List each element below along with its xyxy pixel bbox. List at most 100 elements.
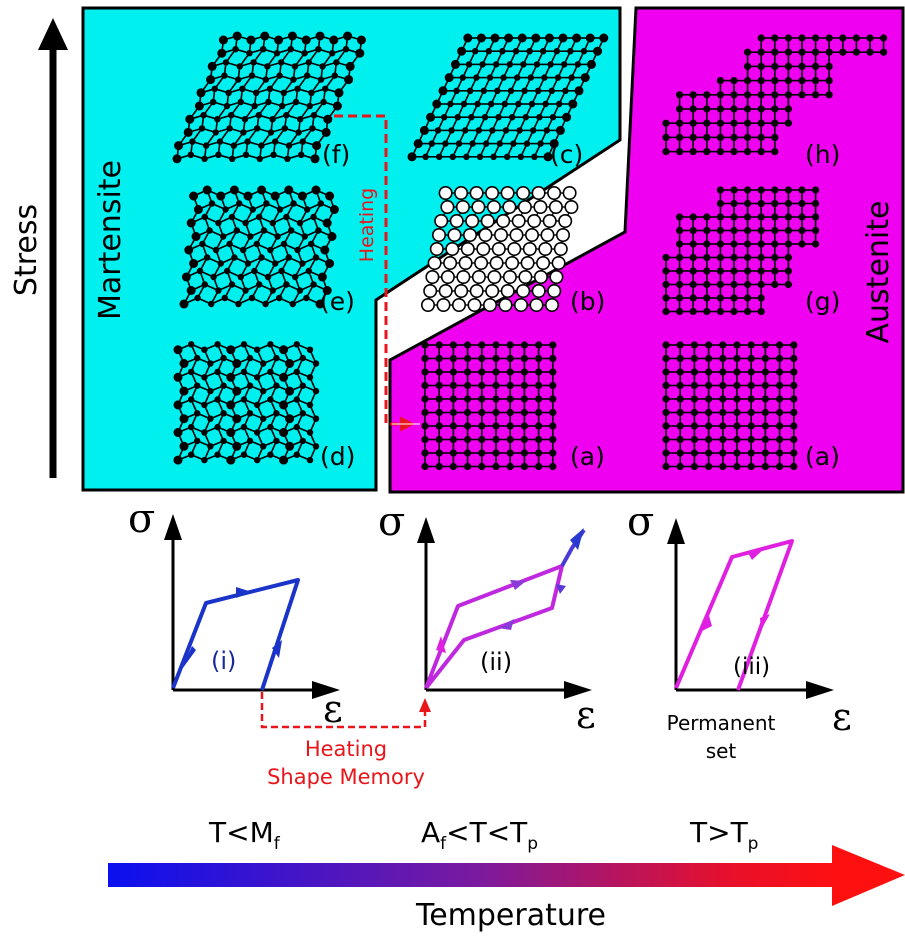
- lattice-atom: [229, 185, 239, 195]
- lattice-atom: [761, 408, 770, 417]
- lattice-atom: [730, 280, 738, 289]
- lattice-atom: [454, 186, 469, 201]
- lattice-atom: [585, 33, 595, 43]
- lattice-atom: [757, 91, 765, 99]
- lattice-atom: [255, 112, 262, 119]
- lattice-atom: [553, 48, 560, 55]
- lattice-atom: [472, 48, 479, 55]
- lattice-atom: [790, 368, 798, 376]
- lattice-atom: [516, 127, 523, 134]
- lattice-atom: [771, 213, 779, 221]
- lattice-atom: [757, 226, 765, 235]
- lattice-atom: [535, 354, 543, 363]
- lattice-atom: [511, 214, 526, 229]
- lattice-atom: [690, 462, 699, 471]
- lattice-atom: [716, 307, 725, 316]
- lattice-atom: [494, 87, 501, 95]
- lattice-atom: [798, 34, 806, 42]
- lattice-atom: [425, 269, 440, 284]
- lattice-atom: [201, 374, 208, 381]
- lattice-atom: [757, 77, 765, 85]
- lattice-atom: [262, 76, 269, 83]
- lattice-atom: [290, 200, 297, 207]
- lattice-atom: [812, 240, 820, 248]
- lattice-atom: [689, 294, 697, 302]
- lattice-atom: [798, 240, 806, 248]
- lattice-atom: [215, 287, 222, 294]
- lattice-atom: [747, 408, 755, 417]
- lattice-atom: [506, 422, 514, 430]
- lattice-label-h: (h): [805, 140, 840, 169]
- lattice-atom: [308, 240, 315, 248]
- lattice-atom: [478, 462, 486, 471]
- lattice-atom: [812, 213, 820, 221]
- lattice-atom: [317, 200, 324, 207]
- lattice-atom: [449, 354, 457, 363]
- lattice-atom: [246, 382, 254, 389]
- lattice-atom: [273, 50, 281, 57]
- permanent-set-line1: Permanent: [667, 711, 776, 735]
- lattice-atom: [535, 422, 543, 430]
- lattice-atom: [771, 91, 779, 99]
- lattice-atom: [662, 307, 670, 316]
- lattice-atom: [438, 86, 448, 96]
- lattice-atom: [471, 200, 486, 215]
- lattice-atom: [299, 260, 306, 267]
- lattice-atom: [662, 422, 670, 430]
- lattice-atom: [757, 133, 765, 141]
- lattice-atom: [757, 307, 765, 316]
- heating-label-upper: Heating: [356, 188, 378, 262]
- lattice-atom: [689, 105, 697, 113]
- lattice-atom: [283, 112, 290, 119]
- lattice-atom: [464, 422, 472, 430]
- lattice-atom: [273, 354, 280, 362]
- lattice-atom: [662, 280, 670, 289]
- lattice-atom: [574, 86, 584, 96]
- lattice-atom: [498, 297, 513, 312]
- lattice-atom: [509, 114, 516, 121]
- lattice-atom: [449, 395, 457, 403]
- lattice-atom: [279, 102, 286, 110]
- lattice-atom: [790, 341, 798, 349]
- lattice-atom: [273, 382, 280, 389]
- lattice-atom: [327, 232, 337, 241]
- lattice-atom: [221, 294, 228, 302]
- plot-i-arrow-unload: [272, 640, 282, 658]
- lattice-atom: [196, 267, 204, 275]
- lattice-atom: [771, 133, 779, 141]
- lattice-atom: [267, 423, 274, 431]
- lattice-atom: [790, 381, 798, 390]
- lattice-atom: [493, 228, 508, 243]
- lattice-atom: [221, 72, 228, 79]
- lattice-atom: [757, 119, 765, 127]
- lattice-atom: [310, 112, 318, 119]
- lattice-atom: [747, 395, 755, 403]
- lattice-atom: [181, 272, 191, 282]
- lattice-atom: [689, 253, 697, 262]
- lattice-atom: [761, 368, 770, 376]
- lattice-atom: [730, 226, 738, 235]
- heating-label-lower-2: Shape Memory: [267, 765, 425, 789]
- lattice-atom: [306, 401, 314, 409]
- lattice-atom: [513, 297, 528, 312]
- lattice-atom: [428, 140, 435, 147]
- lattice-atom: [522, 242, 537, 257]
- lattice-atom: [464, 381, 472, 390]
- heating-path-lower: [260, 692, 427, 729]
- lattice-atom: [480, 87, 487, 95]
- condition-1: T<Mf: [208, 816, 281, 854]
- lattice-atom: [246, 410, 254, 417]
- plot-ii-arrow-plateau-down: [498, 619, 514, 630]
- lattice-atom: [719, 408, 727, 417]
- lattice-atom: [188, 451, 195, 458]
- plot-ii-arrow-load: [436, 636, 446, 653]
- lattice-atom: [524, 228, 539, 243]
- lattice-atom: [705, 408, 713, 417]
- lattice-atom: [299, 437, 306, 445]
- lattice-atom: [438, 186, 453, 201]
- lattice-atom: [450, 59, 460, 69]
- lattice-atom: [776, 435, 784, 444]
- lattice-atom: [299, 410, 306, 417]
- lattice-atom: [267, 368, 274, 376]
- lattice-atom: [179, 386, 189, 396]
